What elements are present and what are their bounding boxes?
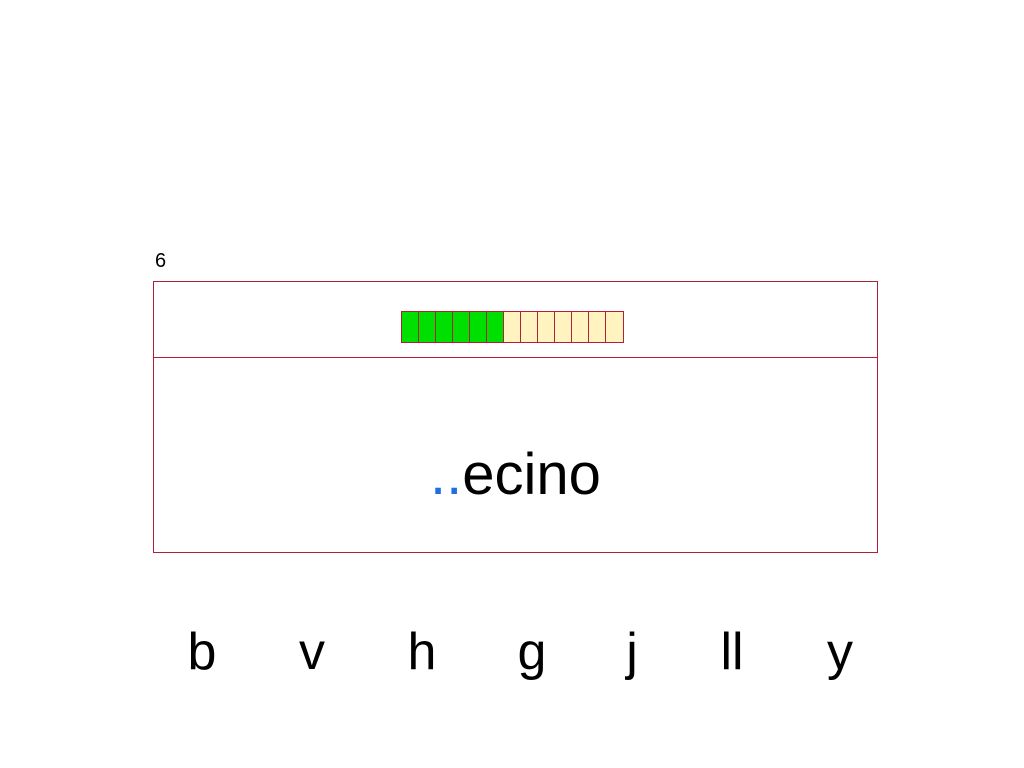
option-j[interactable]: j bbox=[626, 623, 638, 681]
progress-area bbox=[154, 282, 877, 358]
progress-cell-pending bbox=[555, 312, 572, 342]
progress-cell-done bbox=[470, 312, 487, 342]
progress-cell-done bbox=[436, 312, 453, 342]
word-rest: ecino bbox=[462, 442, 601, 507]
option-g[interactable]: g bbox=[517, 623, 547, 681]
progress-cell-done bbox=[419, 312, 436, 342]
progress-cell-pending bbox=[538, 312, 555, 342]
progress-cell-pending bbox=[606, 312, 623, 342]
option-ll[interactable]: ll bbox=[720, 623, 744, 681]
letter-options: b v h g j ll y bbox=[150, 620, 890, 690]
progress-cell-done bbox=[402, 312, 419, 342]
option-b[interactable]: b bbox=[187, 623, 217, 681]
word-blank: .. bbox=[430, 442, 463, 507]
progress-cell-pending bbox=[572, 312, 589, 342]
progress-cell-done bbox=[487, 312, 504, 342]
progress-cell-pending bbox=[589, 312, 606, 342]
word-card: ..ecino bbox=[153, 281, 878, 553]
question-counter: 6 bbox=[155, 250, 167, 272]
word-prompt: ..ecino bbox=[154, 440, 877, 510]
progress-bar bbox=[401, 311, 624, 343]
progress-cell-pending bbox=[504, 312, 521, 342]
option-h[interactable]: h bbox=[407, 623, 437, 681]
progress-cell-pending bbox=[521, 312, 538, 342]
option-y[interactable]: y bbox=[827, 623, 853, 681]
option-v[interactable]: v bbox=[299, 623, 325, 681]
progress-cell-done bbox=[453, 312, 470, 342]
